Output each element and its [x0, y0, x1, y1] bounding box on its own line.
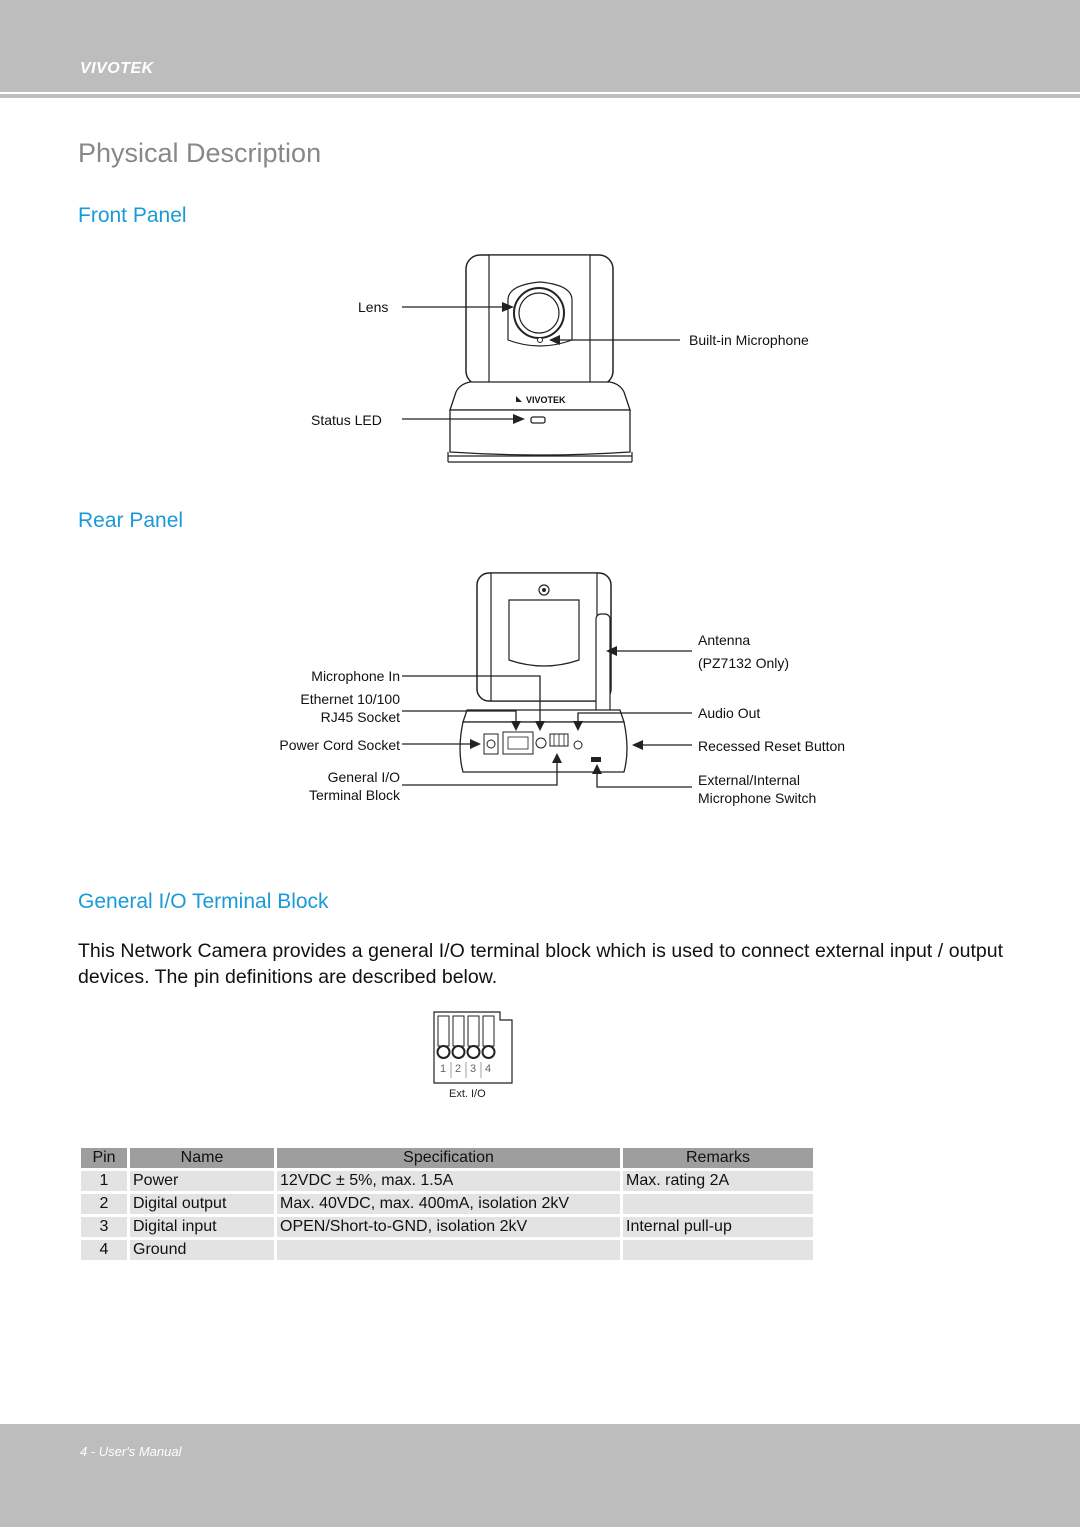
terminal-block-drawing	[433, 1011, 513, 1084]
header-pin: Pin	[81, 1148, 127, 1168]
label-mic-switch-2: Microphone Switch	[698, 790, 817, 806]
cell-pin: 1	[81, 1171, 127, 1191]
cell-specification: OPEN/Short-to-GND, isolation 2kV	[277, 1217, 620, 1237]
label-status-led: Status LED	[311, 412, 382, 428]
footer-page-label: 4 - User's Manual	[80, 1444, 182, 1459]
label-ethernet-2: RJ45 Socket	[320, 709, 400, 725]
label-built-in-microphone: Built-in Microphone	[689, 332, 809, 348]
table-header-row: Pin Name Specification Remarks	[81, 1148, 813, 1168]
label-audio-out: Audio Out	[698, 705, 761, 721]
gio-description: This Network Camera provides a general I…	[78, 940, 1003, 988]
cell-remarks	[623, 1240, 813, 1260]
connector-pin-2: 2	[455, 1063, 462, 1075]
cell-name: Digital output	[130, 1194, 274, 1214]
label-general-io-2: Terminal Block	[308, 787, 400, 803]
cell-pin: 3	[81, 1217, 127, 1237]
label-ethernet-1: Ethernet 10/100	[300, 691, 400, 707]
label-microphone-in: Microphone In	[311, 668, 400, 684]
cell-specification: 12VDC ± 5%, max. 1.5A	[277, 1171, 620, 1191]
header-divider	[0, 94, 1080, 98]
cell-remarks: Max. rating 2A	[623, 1171, 813, 1191]
cell-name: Digital input	[130, 1217, 274, 1237]
table-row: 1 Power 12VDC ± 5%, max. 1.5A Max. ratin…	[81, 1171, 813, 1191]
rear-panel-camera-drawing	[402, 572, 692, 788]
cell-specification: Max. 40VDC, max. 400mA, isolation 2kV	[277, 1194, 620, 1214]
label-lens: Lens	[358, 299, 389, 315]
connector-caption: Ext. I/O	[449, 1088, 486, 1100]
camera-logo: VIVOTEK	[526, 395, 566, 405]
header-remarks: Remarks	[623, 1148, 813, 1168]
table-row: 3 Digital input OPEN/Short-to-GND, isola…	[81, 1217, 813, 1237]
label-general-io-1: General I/O	[327, 769, 400, 785]
label-reset-button: Recessed Reset Button	[698, 738, 846, 754]
connector-pin-4: 4	[485, 1063, 492, 1075]
front-panel-camera-drawing	[402, 254, 680, 463]
cell-pin: 4	[81, 1240, 127, 1260]
brand-logo: VIVOTEK	[80, 60, 154, 77]
label-antenna-1: Antenna	[698, 632, 751, 648]
footer-band	[0, 1424, 1080, 1527]
header-specification: Specification	[277, 1148, 620, 1168]
label-mic-switch-1: External/Internal	[698, 772, 800, 788]
connector-pin-3: 3	[470, 1063, 477, 1075]
cell-name: Ground	[130, 1240, 274, 1260]
label-power-cord-socket: Power Cord Socket	[279, 737, 400, 753]
table-row: 2 Digital output Max. 40VDC, max. 400mA,…	[81, 1194, 813, 1214]
cell-remarks	[623, 1194, 813, 1214]
header-band	[0, 0, 1080, 92]
pin-definition-table: Pin Name Specification Remarks 1 Power 1…	[78, 1145, 816, 1263]
rear-panel-heading: Rear Panel	[78, 509, 184, 532]
label-antenna-2: (PZ7132 Only)	[698, 655, 790, 671]
cell-name: Power	[130, 1171, 274, 1191]
cell-remarks: Internal pull-up	[623, 1217, 813, 1237]
cell-pin: 2	[81, 1194, 127, 1214]
gio-heading: General I/O Terminal Block	[78, 890, 329, 913]
cell-specification	[277, 1240, 620, 1260]
front-panel-heading: Front Panel	[78, 204, 187, 227]
connector-pin-1: 1	[440, 1063, 447, 1075]
page-title: Physical Description	[78, 138, 322, 168]
header-name: Name	[130, 1148, 274, 1168]
table-row: 4 Ground	[81, 1240, 813, 1260]
